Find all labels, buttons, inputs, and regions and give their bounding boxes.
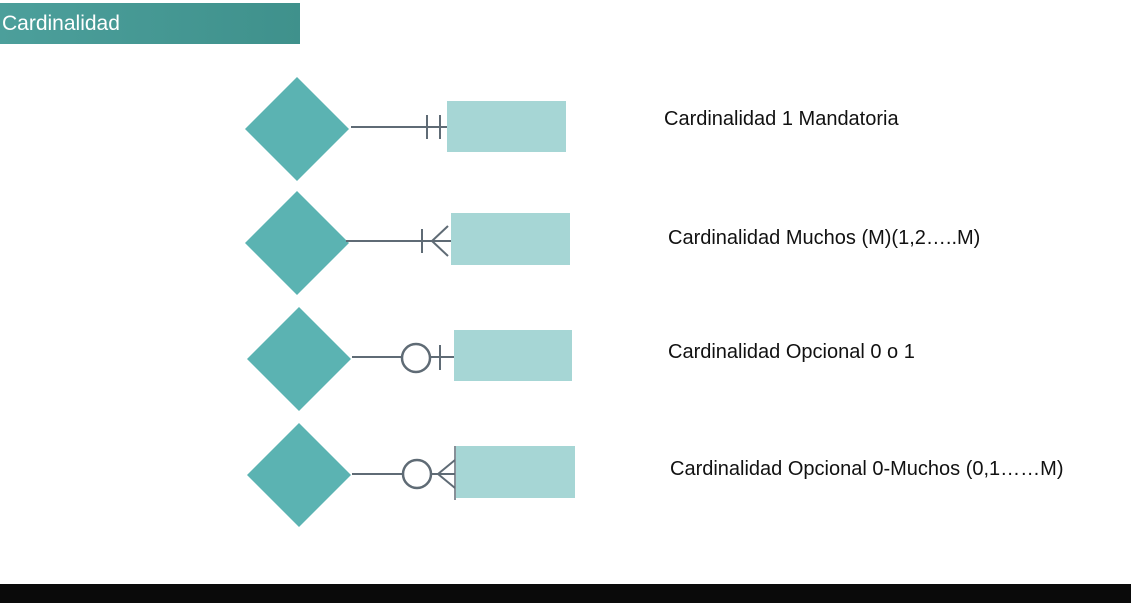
crowfoot-mark (437, 473, 456, 489)
label-one-or-many: Cardinalidad Muchos (M)(1,2…..M) (668, 227, 981, 249)
crowfoot-mark (437, 459, 456, 475)
row-zero-or-many (247, 423, 575, 527)
zero-circle-mark (400, 342, 432, 374)
row-zero-or-one (247, 307, 572, 411)
row-one-mandatory (245, 77, 566, 181)
entity-box (456, 446, 575, 498)
row-one-or-many (245, 191, 570, 295)
crowfoot-mark (431, 225, 449, 242)
crowfoot-mark (431, 240, 449, 257)
entity-box (451, 213, 570, 265)
label-zero-or-many: Cardinalidad Opcional 0-Muchos (0,1……M) (670, 458, 1064, 480)
relationship-diamond (247, 307, 351, 411)
label-zero-or-one: Cardinalidad Opcional 0 o 1 (668, 341, 915, 363)
entity-box (454, 330, 572, 381)
relationship-diamond (245, 77, 349, 181)
entity-box (447, 101, 566, 152)
bottom-bar (0, 584, 1131, 603)
label-one-mandatory: Cardinalidad 1 Mandatoria (664, 108, 899, 130)
zero-circle-mark (401, 458, 433, 490)
relationship-diamond (247, 423, 351, 527)
page-title: Cardinalidad (0, 3, 300, 44)
relationship-diamond (245, 191, 349, 295)
